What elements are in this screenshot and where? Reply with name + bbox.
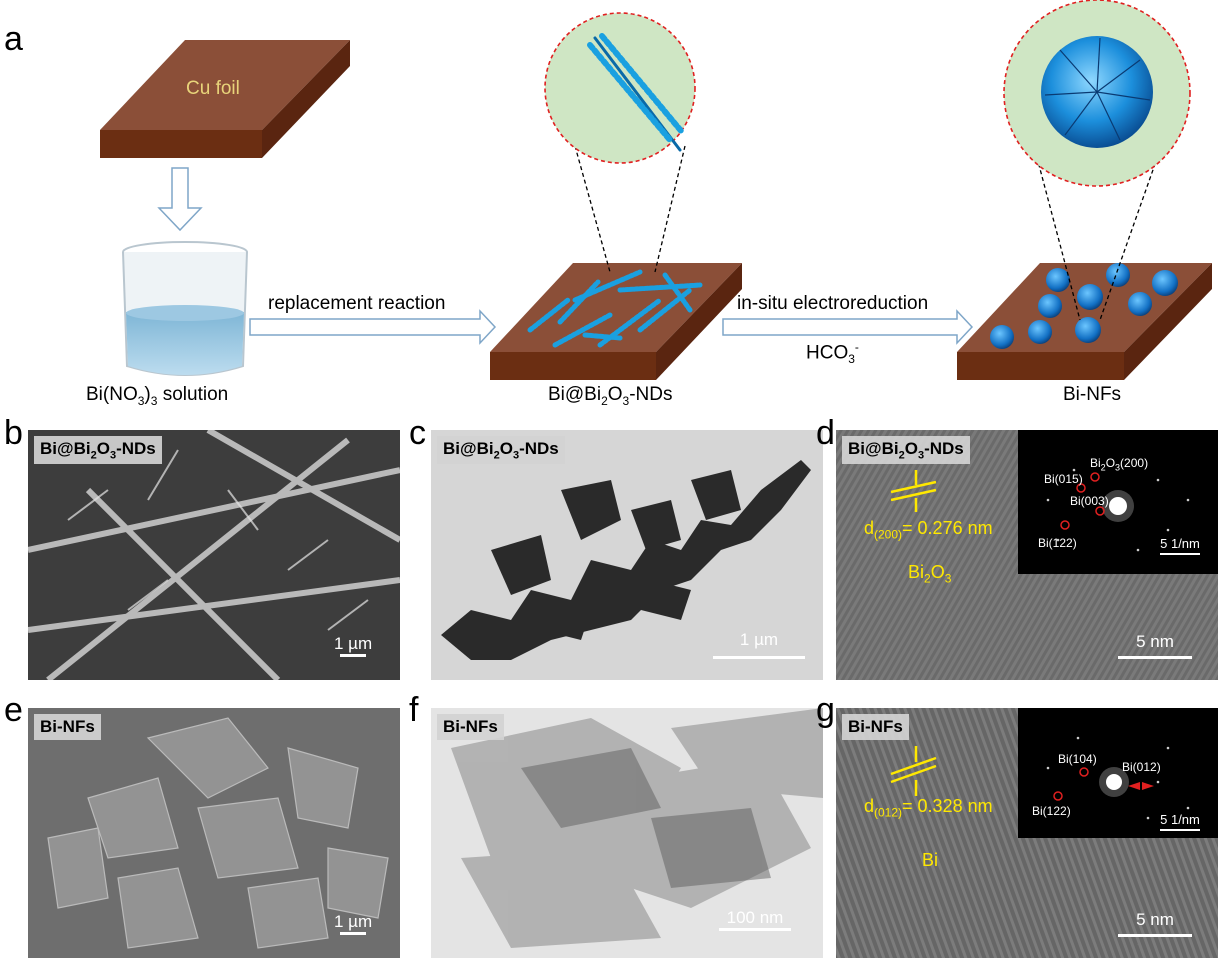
saed-inset-d: Bi2O3(200) Bi(015) Bi(003) Bi(122) 5 1/n… [1018, 430, 1218, 574]
spot-d-4: Bi(122) [1038, 536, 1077, 550]
reagent-label: HCO3- [806, 340, 859, 367]
product2-label: Bi-NFs [1063, 384, 1122, 405]
panel-f-tag: Bi-NFs [437, 714, 504, 740]
panel-b-tag: Bi@Bi2O3-NDs [34, 436, 162, 465]
panel-label-a: a [4, 20, 23, 58]
scale-bar-e: 1 µm [334, 912, 372, 935]
spot-d-2: Bi(015) [1044, 472, 1083, 486]
panel-label-e: e [4, 691, 23, 729]
saed-inset-g: Bi(104) Bi(012) Bi(122) 5 1/nm [1018, 708, 1218, 838]
product1-label: Bi@Bi2O3-NDs [548, 384, 673, 408]
hrtem-image-g: Bi-NFs d(012)= 0.328 nm Bi 5 nm Bi(104) … [836, 708, 1218, 958]
spot-d-1: Bi2O3(200) [1090, 456, 1149, 473]
schematic-diagram [100, 0, 1212, 380]
cu-foil-slab [100, 40, 350, 158]
d-spacing-d: d(200)= 0.276 nm [864, 518, 993, 542]
cu-foil-label: Cu foil [186, 78, 240, 99]
phase-label-d: Bi2O3 [908, 562, 952, 586]
tem-image-c: Bi@Bi2O3-NDs 1 µm [431, 430, 823, 680]
panel-label-b: b [4, 414, 23, 452]
inset-scale-d: 5 1/nm [1160, 536, 1200, 555]
solution-label: Bi(NO3)3 solution [86, 384, 229, 408]
step1-label: replacement reaction [268, 293, 446, 314]
panel-c-tag: Bi@Bi2O3-NDs [437, 436, 565, 465]
panel-label-c: c [409, 414, 426, 452]
panel-label-d: d [816, 414, 835, 452]
scale-bar-g: 5 nm [1118, 910, 1192, 937]
sem-image-e: Bi-NFs 1 µm [28, 708, 400, 958]
dendrite-closeup [587, 33, 685, 152]
inset-scale-g: 5 1/nm [1160, 812, 1200, 831]
spot-g-1: Bi(104) [1058, 752, 1097, 766]
panel-d-tag: Bi@Bi2O3-NDs [842, 436, 970, 465]
hrtem-image-d: Bi@Bi2O3-NDs d(200)= 0.276 nm Bi2O3 5 nm… [836, 430, 1218, 680]
spot-g-2: Bi(012) [1122, 760, 1161, 774]
scale-bar-c: 1 µm [713, 630, 805, 659]
phase-label-g: Bi [922, 850, 939, 870]
step2-label: in-situ electroreduction [737, 293, 929, 314]
nanoflower-closeup [1041, 36, 1153, 148]
panel-e-tag: Bi-NFs [34, 714, 101, 740]
panel-g-tag: Bi-NFs [842, 714, 909, 740]
panel-label-g: g [816, 691, 835, 729]
beaker-icon [122, 241, 248, 376]
scale-bar-f: 100 nm [719, 908, 791, 931]
scale-bar-d: 5 nm [1118, 632, 1192, 659]
scale-bar-b: 1 µm [334, 634, 372, 657]
tem-image-f: Bi-NFs 100 nm [431, 708, 823, 958]
right-arrow-icon-2 [722, 309, 974, 345]
spot-d-3: Bi(003) [1070, 494, 1109, 508]
right-arrow-icon [249, 309, 497, 345]
spot-g-3: Bi(122) [1032, 804, 1071, 818]
sem-image-b: Bi@Bi2O3-NDs 1 µm [28, 430, 400, 680]
panel-label-f: f [409, 691, 419, 729]
d-spacing-g: d(012)= 0.328 nm [864, 796, 993, 820]
nanoflower-balls [990, 263, 1178, 349]
down-arrow-icon [157, 167, 203, 232]
